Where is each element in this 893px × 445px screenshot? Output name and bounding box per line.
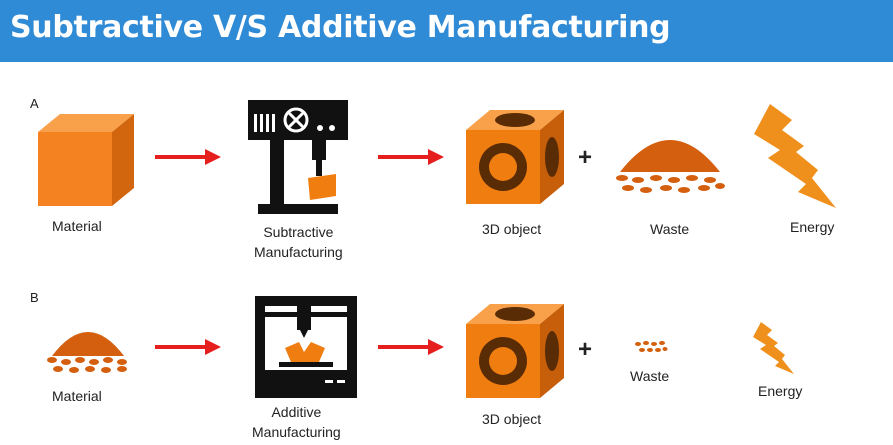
row-a-process-label: Subtractive Manufacturing — [254, 224, 343, 260]
arrow-right-icon — [155, 148, 221, 166]
lattice-cube-icon — [464, 108, 568, 206]
powder-pile-icon — [610, 114, 730, 200]
row-a-output-label: 3D object — [482, 221, 542, 237]
lightning-bolt-icon — [752, 322, 794, 374]
row-a-waste-label: Waste — [650, 221, 690, 237]
row-b-energy-label: Energy — [758, 383, 803, 399]
lattice-cube-icon — [464, 302, 568, 400]
row-b-material-label: Material — [52, 388, 102, 404]
3d-printer-icon — [255, 296, 357, 398]
row-a-letter: A — [30, 96, 39, 111]
row-b-letter: B — [30, 290, 39, 305]
drill-press-machine-icon — [248, 100, 348, 214]
powder-pile-icon — [44, 312, 132, 376]
title-banner: Subtractive V/S Additive Manufacturing — [0, 0, 893, 62]
row-a-material-label: Material — [52, 218, 102, 234]
orange-cube-icon — [36, 112, 136, 208]
arrow-right-icon — [378, 148, 444, 166]
plus-sign: + — [578, 336, 593, 363]
row-b-process-label: Additive Manufacturing — [252, 404, 341, 440]
small-waste-icon — [634, 340, 668, 354]
row-b-output-label: 3D object — [482, 411, 542, 427]
plus-sign: + — [578, 144, 593, 171]
row-a-energy-label: Energy — [790, 219, 835, 235]
row-b-waste-label: Waste — [630, 368, 670, 384]
page-title: Subtractive V/S Additive Manufacturing — [10, 10, 671, 45]
arrow-right-icon — [155, 338, 221, 356]
arrow-right-icon — [378, 338, 444, 356]
lightning-bolt-icon — [752, 104, 836, 208]
